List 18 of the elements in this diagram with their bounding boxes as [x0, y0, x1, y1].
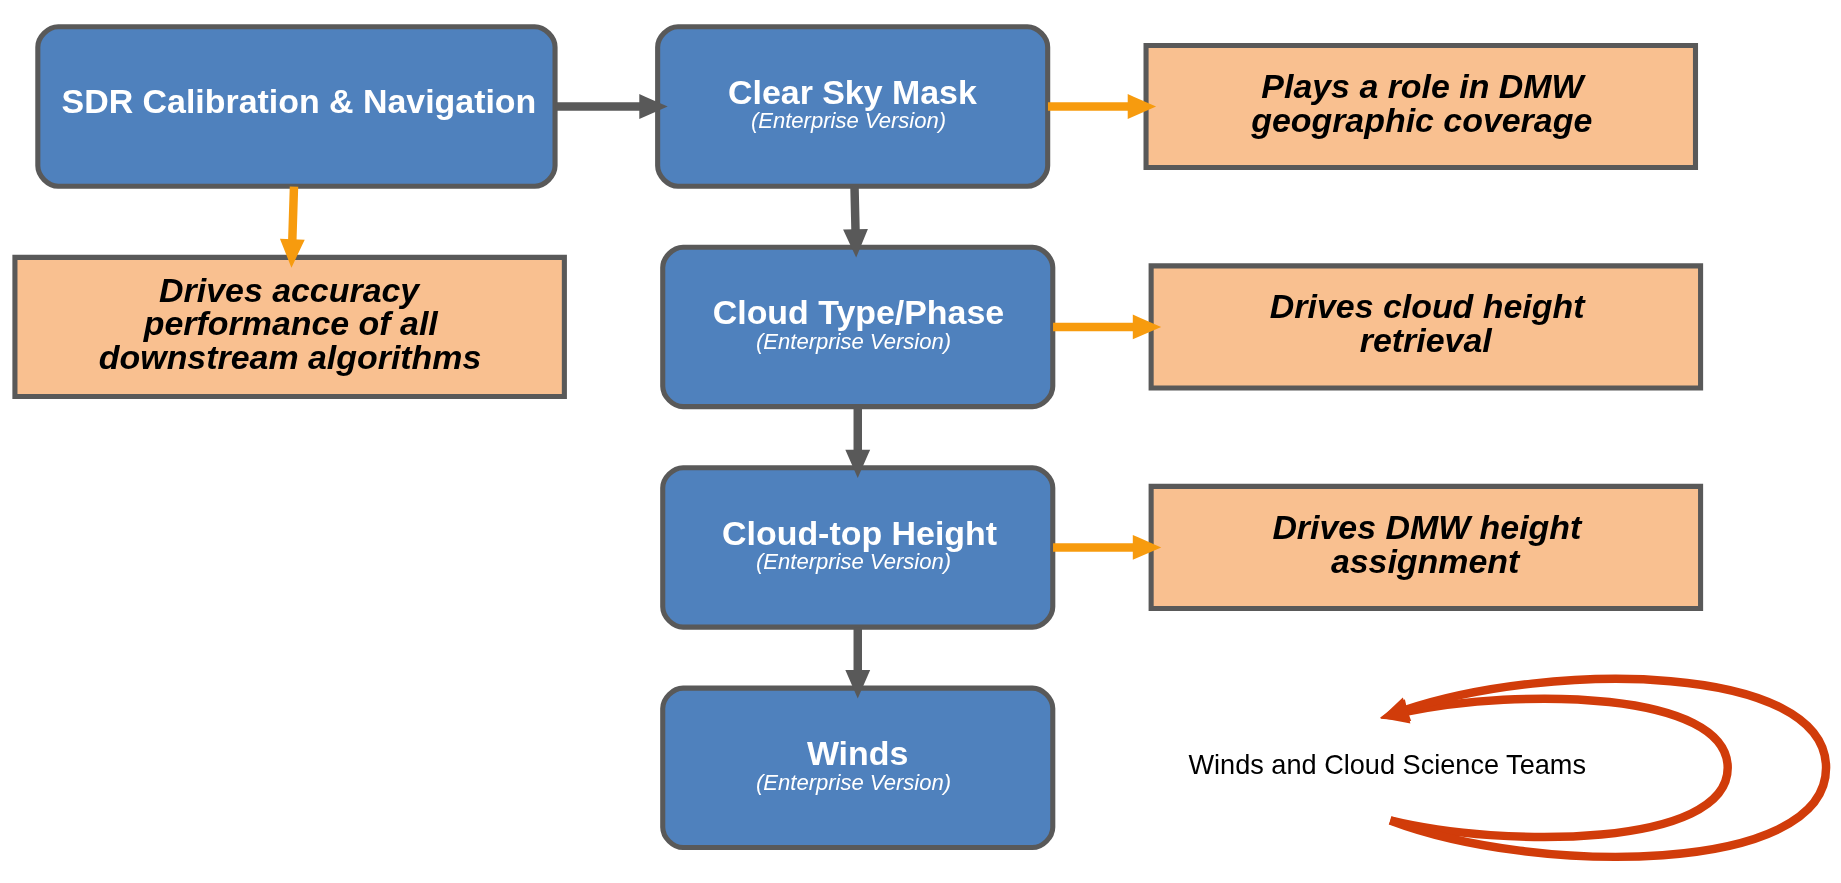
arrow [1053, 534, 1162, 560]
node-text: Winds and Cloud Science Teams [1188, 748, 1586, 780]
arrow [279, 185, 305, 268]
node-box: Drives cloud height retrieval [1148, 262, 1704, 391]
node-box: Plays a role in DMW geographic coverage [1143, 42, 1699, 170]
node-box: Cloud Type/Phase (Enterprise Version) [660, 244, 1056, 409]
node-box: Drives DMW height assignment [1148, 483, 1704, 611]
node-box: Winds (Enterprise Version) [660, 685, 1056, 850]
node-box: SDR Calibration & Navigation [35, 23, 558, 189]
arrow [845, 406, 871, 478]
node-box: Cloud-top Height (Enterprise Version) [660, 464, 1056, 630]
arrow [1047, 93, 1157, 119]
arrow [555, 93, 668, 119]
node-box: Clear Sky Mask (Enterprise Version) [655, 23, 1051, 189]
arrow [843, 185, 868, 258]
arrow [845, 626, 871, 698]
arrow [1053, 314, 1162, 339]
node-box: Drives accuracy performance of all downstream algorithms [12, 254, 567, 399]
